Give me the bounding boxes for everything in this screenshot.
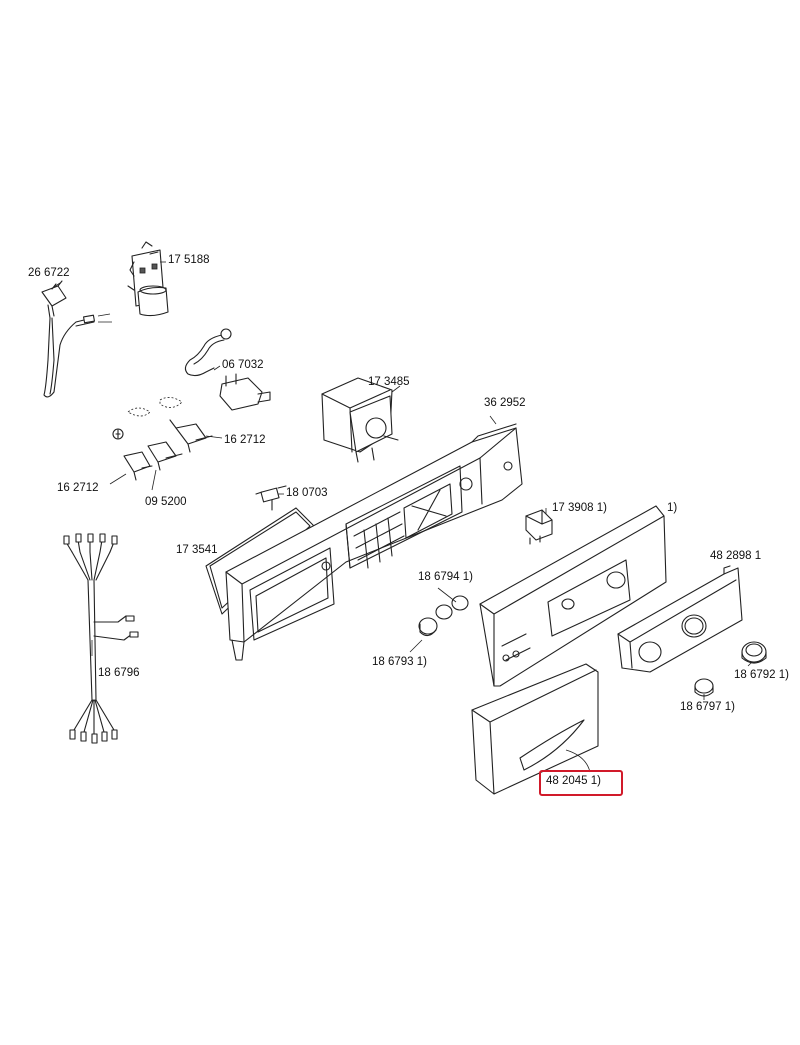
label-fascia-note: 1) — [667, 502, 678, 514]
program-panel-drawing — [617, 565, 743, 673]
harness-top-connectors — [63, 533, 118, 553]
thermostat-drawing — [184, 328, 271, 411]
label-lamp: 17 3908 1) — [552, 502, 607, 514]
label-detergent-drawer: 48 2045 1) — [546, 775, 601, 787]
interference-filter-drawing — [127, 241, 169, 317]
label-motor-timer: 17 3485 — [368, 376, 410, 388]
label-interference-filter: 17 5188 — [168, 254, 210, 266]
pressure-sensor-drawing — [255, 485, 287, 511]
motor-timer-drawing — [321, 377, 399, 463]
label-knob-single: 18 6793 1) — [372, 656, 427, 668]
harness-bottom-connectors — [69, 729, 118, 744]
label-control-housing: 36 2952 — [484, 397, 526, 409]
plug-drawing — [41, 280, 112, 398]
small-knobs-drawing — [418, 595, 469, 637]
label-switch-middle: 09 5200 — [145, 496, 187, 508]
label-knob-lower: 18 6797 1) — [680, 701, 735, 713]
label-wiring-harness: 18 6796 — [98, 667, 140, 679]
label-fascia-panel: 48 2898 1 — [710, 550, 762, 562]
wiring-harness-drawing — [63, 533, 139, 744]
label-switch-left: 16 2712 — [57, 482, 99, 494]
highlight-box — [539, 770, 623, 796]
fascia-panel-drawing — [479, 505, 667, 687]
control-housing-drawing — [225, 423, 523, 661]
label-pressure-sensor: 18 0703 — [286, 487, 328, 499]
detergent-drawer-drawing — [471, 663, 599, 795]
leader-lines — [53, 261, 753, 773]
switches-drawing — [112, 397, 213, 481]
label-thermostat: 06 7032 — [222, 359, 264, 371]
label-switch-right: 16 2712 — [224, 434, 266, 446]
right-knobs-drawing — [694, 641, 767, 697]
switch-bracket-sketch — [127, 397, 183, 417]
label-knob-right: 18 6792 1) — [734, 669, 789, 681]
label-knob-small-pair: 18 6794 1) — [418, 571, 473, 583]
lamp-drawing — [525, 509, 553, 545]
label-plug: 26 6722 — [28, 267, 70, 279]
housing-grid — [353, 483, 453, 569]
label-gasket: 17 3541 — [176, 544, 218, 556]
